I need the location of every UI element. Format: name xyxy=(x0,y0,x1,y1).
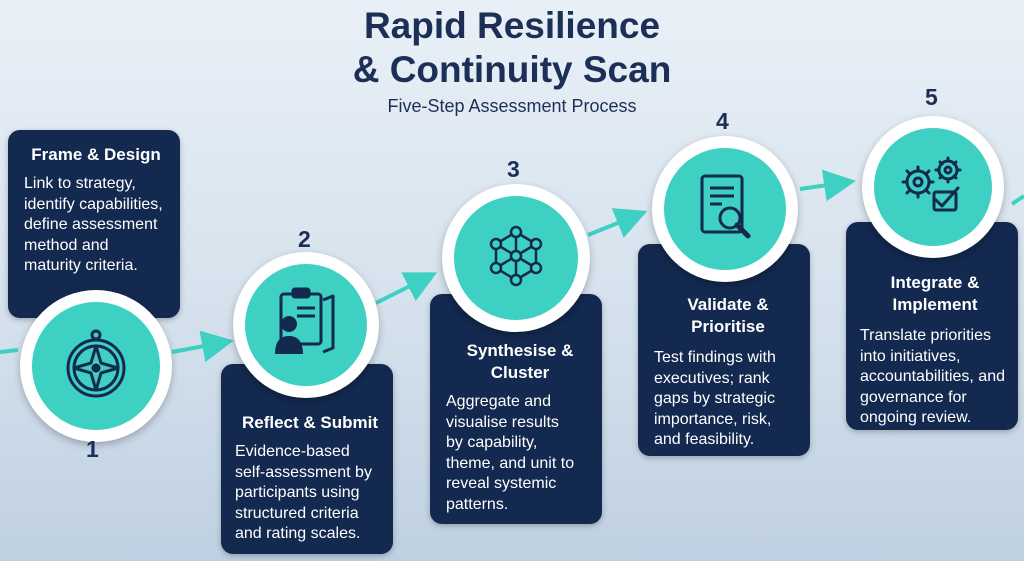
step-4-body-line: executives; rank xyxy=(654,369,770,387)
step-3-body-line: reveal systemic xyxy=(446,475,557,492)
step-2-icon-circle xyxy=(233,252,379,398)
step-3-body: Aggregate and visualise results by capab… xyxy=(446,392,594,515)
page-title: Rapid Resilience & Continuity Scan xyxy=(0,4,1024,92)
title-line-2: & Continuity Scan xyxy=(352,49,672,90)
step-3-title-line: Cluster xyxy=(490,363,550,382)
step-5-title: Integrate & Implement xyxy=(860,272,1010,316)
step-5-body: Translate priorities into initiatives, a… xyxy=(860,326,1010,429)
step-4-body: Test findings with executives; rank gaps… xyxy=(654,348,802,451)
step-2-title-line: Reflect & Submit xyxy=(241,413,379,432)
step-3-body-line: Aggregate and xyxy=(446,393,551,410)
step-5-card: Integrate & Implement Translate prioriti… xyxy=(846,222,1018,430)
title-line-1: Rapid Resilience xyxy=(363,5,661,46)
step-5-body-line: accountabilities, and xyxy=(860,368,1005,385)
step-1-title: Frame & Design xyxy=(24,144,168,166)
page-subtitle: Five-Step Assessment Process xyxy=(387,96,637,116)
step-1-body: Link to strategy, identify capabilities,… xyxy=(24,174,168,277)
step-4-body-line: importance, risk, xyxy=(654,410,772,428)
step-4-title-line: Validate & xyxy=(687,295,769,314)
step-2-body-line: self-assessment by xyxy=(235,463,372,481)
arrow-1-to-2 xyxy=(171,330,234,363)
step-5-body-line: governance for xyxy=(860,388,967,406)
step-2-body-line: structured criteria xyxy=(235,504,359,522)
step-4-title: Validate & Prioritise xyxy=(654,294,802,338)
step-5-icon-circle xyxy=(862,116,1004,258)
step-1-body-line: identify capabilities, xyxy=(24,195,163,213)
step-1-number: 1 xyxy=(86,436,99,462)
step-4-body-line: and feasibility. xyxy=(654,431,755,448)
step-2-body-line: Evidence-based xyxy=(235,443,350,460)
step-4-card: Validate & Prioritise Test findings with… xyxy=(638,244,810,456)
step-5-title-line: Integrate & xyxy=(890,273,980,292)
step-5-body-line: into initiatives, xyxy=(860,347,961,365)
step-5-title-line: Implement xyxy=(892,295,978,314)
step-1-body-line: define assessment xyxy=(24,216,158,233)
arrow-4-to-5 xyxy=(799,169,856,202)
step-3-body-line: by capability, xyxy=(446,434,538,451)
step-1-body-line: Link to strategy, xyxy=(24,175,136,192)
step-3-number: 3 xyxy=(507,156,520,182)
step-1-body-line: maturity criteria. xyxy=(24,257,138,274)
step-3-card: Synthesise & Cluster Aggregate and visua… xyxy=(430,294,602,524)
step-3-icon-circle xyxy=(442,184,590,332)
step-4-number: 4 xyxy=(716,108,729,134)
step-1-card: Frame & Design Link to strategy, identif… xyxy=(8,130,180,318)
arrow-outgoing xyxy=(1010,194,1024,206)
document-search-icon xyxy=(700,174,751,239)
arrow-3-to-4 xyxy=(587,208,648,238)
gears-check-icon xyxy=(901,156,962,212)
step-5-number: 5 xyxy=(925,84,938,110)
arrow-2-to-3 xyxy=(375,272,438,305)
step-4-body-line: Test findings with xyxy=(654,349,776,366)
step-4-title-line: Prioritise xyxy=(691,317,765,336)
step-3-title: Synthesise & Cluster xyxy=(446,340,594,384)
step-3-body-line: visualise results xyxy=(446,413,559,431)
step-4-body-line: gaps by strategic xyxy=(654,390,775,407)
step-3-title-line: Synthesise & xyxy=(466,341,574,360)
compass-icon xyxy=(66,329,126,398)
step-5-body-line: ongoing review. xyxy=(860,409,972,426)
arrow-incoming xyxy=(0,348,19,354)
step-3-body-line: patterns. xyxy=(446,495,509,513)
step-2-number: 2 xyxy=(298,226,311,252)
step-1-body-line: method and xyxy=(24,236,109,254)
network-icon xyxy=(489,225,543,287)
step-2-body: Evidence-based self-assessment by partic… xyxy=(235,442,385,545)
step-1-icon-circle xyxy=(20,290,172,442)
step-2-body-line: and rating scales. xyxy=(235,525,361,542)
clipboard-person-icon xyxy=(275,287,335,354)
step-3-body-line: theme, and unit to xyxy=(446,454,575,472)
step-5-body-line: Translate priorities xyxy=(860,327,992,344)
step-2-title: Reflect & Submit xyxy=(235,412,385,434)
step-4-icon-circle xyxy=(652,136,798,282)
step-1-title-line: Frame & Design xyxy=(31,145,161,164)
step-2-body-line: participants using xyxy=(235,484,360,501)
